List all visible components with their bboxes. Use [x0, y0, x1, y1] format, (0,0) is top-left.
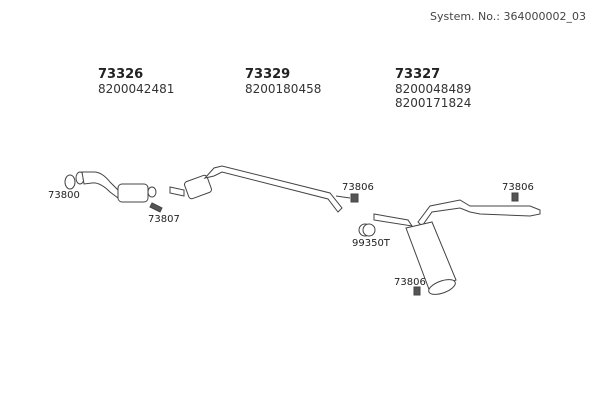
rubber-mount-rear-part: [511, 192, 519, 202]
part-group-rear: 73327 8200048489 8200171824: [395, 67, 472, 111]
rubber-mount-mid-part: [350, 193, 359, 203]
clamp-mid-part-back: [362, 223, 376, 237]
middle-pipe-inlet: [169, 186, 185, 197]
part-number: 8200048489: [395, 82, 472, 96]
part-number: 8200180458: [245, 82, 322, 96]
middle-pipe: [203, 165, 343, 213]
part-group-middle: 73329 8200180458: [245, 67, 322, 97]
front-pipe: [81, 171, 119, 199]
part-label-gasket: 73800: [48, 190, 80, 201]
rear-pipe-inlet: [373, 213, 414, 227]
part-label-clamp-mid: 99350T: [352, 238, 390, 249]
part-number: 8200171824: [395, 96, 472, 110]
resonator: [183, 174, 213, 200]
catalytic-converter: [117, 183, 149, 203]
group-number: 73327: [395, 67, 441, 82]
mount-bracket-mid: [335, 195, 351, 199]
part-label-clamp-front: 73807: [148, 214, 180, 225]
rear-muffler-end: [428, 279, 456, 295]
part-label-mount-rear: 73806: [502, 182, 534, 193]
clamp-front-part: [149, 202, 163, 213]
group-number: 73329: [245, 67, 291, 82]
rear-muffler: [405, 221, 457, 293]
part-label-mount-muffler: 73806: [394, 277, 426, 288]
rubber-mount-muffler-part: [413, 286, 421, 296]
tail-pipe: [417, 199, 541, 227]
part-label-mount-mid: 73806: [342, 182, 374, 193]
converter-outlet: [147, 186, 157, 198]
group-number: 73326: [98, 67, 144, 82]
gasket-part: [64, 174, 76, 190]
part-number: 8200042481: [98, 82, 175, 96]
part-group-front: 73326 8200042481: [98, 67, 175, 97]
system-number: System. No.: 364000002_03: [430, 10, 586, 23]
